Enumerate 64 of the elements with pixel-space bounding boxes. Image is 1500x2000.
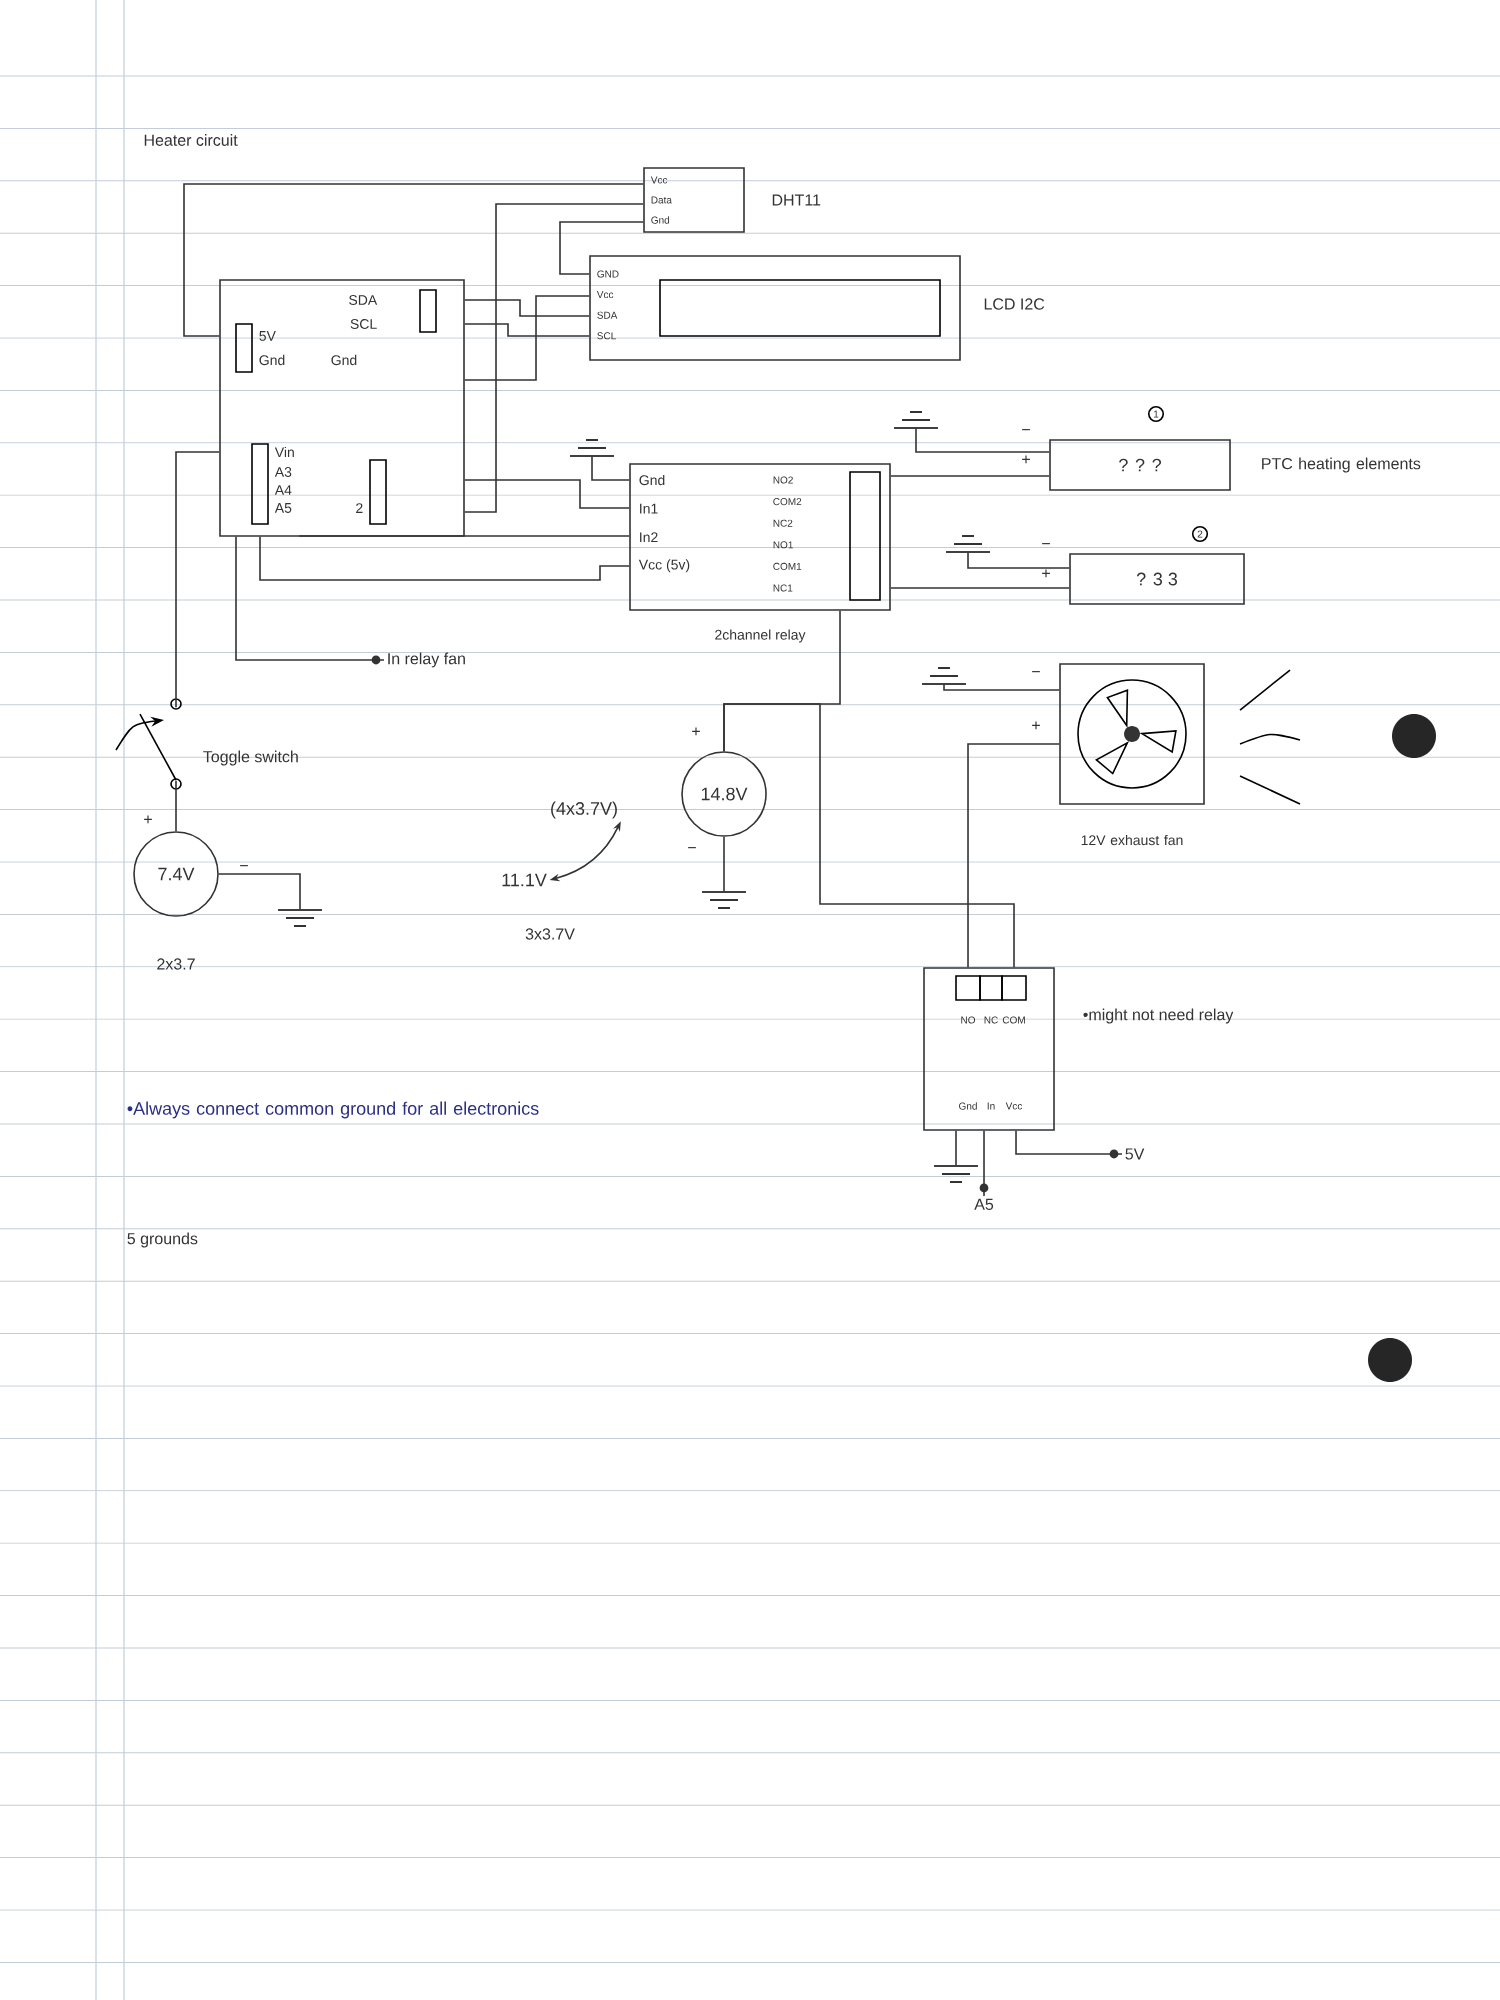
wire — [464, 295, 590, 381]
ground-symbol — [945, 535, 991, 553]
wire — [175, 780, 177, 832]
wire — [890, 587, 1070, 589]
heater-element: ? ? ? — [1049, 439, 1231, 491]
wire — [235, 536, 385, 661]
wire — [299, 535, 630, 538]
terminal: In relay fan — [371, 652, 465, 668]
note-text: 3x3.7V — [525, 928, 575, 940]
node-label: In relay fan — [388, 652, 465, 668]
node-label: 2x3.7 — [157, 958, 195, 970]
wire — [591, 456, 630, 481]
wire — [175, 451, 220, 708]
node-label: 5V — [1125, 1148, 1145, 1160]
wire — [943, 684, 1060, 691]
wire — [464, 323, 590, 337]
polarity-sign: − — [1042, 543, 1050, 545]
part-label: DHT11 — [772, 194, 821, 206]
terminal: 5V — [1109, 1148, 1145, 1160]
polarity-sign: + — [144, 815, 152, 824]
ground-symbol — [701, 891, 747, 909]
wire — [915, 428, 1050, 453]
heater-element: ? 3 3 — [1069, 553, 1245, 605]
heading: Heater circuit — [144, 134, 238, 146]
battery: 7.4V — [133, 831, 219, 917]
polarity-sign: − — [240, 865, 248, 867]
wire — [955, 1130, 957, 1166]
ground-symbol — [921, 667, 967, 685]
node-label: A5 — [974, 1198, 994, 1210]
note-text: •Always connect common ground for all electronics — [127, 1101, 539, 1119]
part-label: LCD I2C — [984, 298, 1045, 310]
battery: 14.8V — [681, 751, 767, 837]
node-label: Toggle switch — [203, 750, 298, 766]
polarity-sign: + — [1022, 455, 1030, 464]
wire — [464, 203, 644, 513]
note-text: •might not need relay — [1083, 1008, 1234, 1024]
polarity-sign: − — [1022, 429, 1030, 431]
wire — [890, 475, 1050, 477]
polarity-sign: + — [1032, 721, 1040, 730]
wire — [723, 703, 1015, 968]
wire — [464, 299, 590, 317]
polarity-sign: + — [1042, 569, 1050, 578]
note-text: (4x3.7V) — [551, 801, 617, 819]
note-text: 11.1V — [502, 873, 547, 887]
wire — [559, 221, 644, 275]
ground-symbol — [277, 909, 323, 927]
polarity-sign: − — [688, 847, 696, 849]
part-label: PTC heating elements — [1262, 457, 1421, 473]
polarity-sign: + — [692, 727, 700, 736]
wire — [259, 536, 630, 581]
wire — [183, 183, 644, 337]
wire — [723, 836, 725, 892]
note-text: 5 grounds — [127, 1232, 198, 1248]
ground-symbol — [893, 411, 939, 429]
wire — [983, 1130, 985, 1197]
terminal: A5 — [974, 1183, 994, 1210]
wire — [218, 873, 301, 910]
wire — [967, 743, 1060, 968]
wire — [967, 552, 1070, 569]
wire — [1015, 1130, 1123, 1155]
polarity-sign: − — [1032, 671, 1040, 673]
wire — [464, 479, 630, 509]
ground-symbol — [569, 439, 615, 457]
ground-symbol — [933, 1165, 979, 1183]
